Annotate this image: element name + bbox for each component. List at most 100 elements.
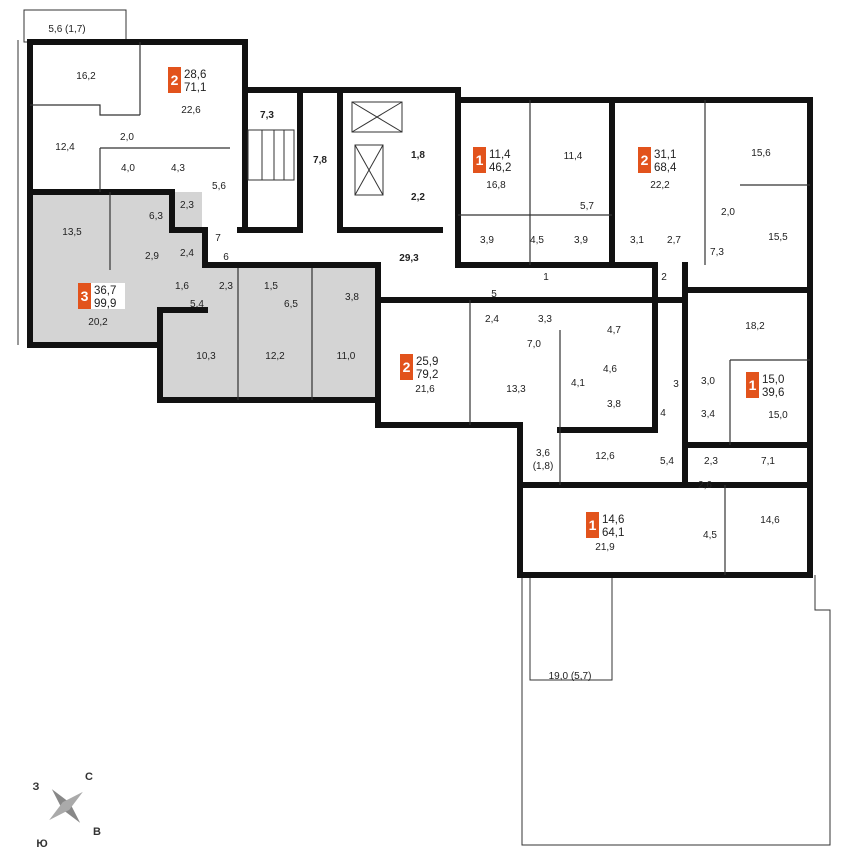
room-area: 3,8	[345, 292, 359, 303]
room-area: 1	[543, 272, 549, 283]
room-area: 7,3	[260, 110, 274, 121]
compass-east: В	[93, 826, 101, 838]
room-area: 29,3	[399, 253, 419, 264]
svg-text:3: 3	[81, 288, 89, 304]
room-area: 14,6	[760, 515, 780, 526]
room-area: 3,6	[536, 448, 550, 459]
room-area: 5,6 (1,7)	[48, 24, 85, 35]
room-area: 4,3	[171, 163, 185, 174]
room-area: 4	[660, 408, 666, 419]
svg-text:1: 1	[749, 377, 757, 393]
room-area: 11,4	[564, 151, 583, 162]
room-labels: 5,6 (1,7) 16,2 22,6 7,3 7,8 1,8 2,2 12,4…	[48, 24, 788, 682]
room-area: 7	[215, 233, 221, 244]
room-area: 5,6	[212, 181, 226, 192]
room-area: 16,8	[486, 180, 506, 191]
room-area: 10,3	[196, 351, 216, 362]
apartment-badge[interactable]: 2 28,6 71,1	[168, 67, 215, 94]
svg-text:99,9: 99,9	[94, 298, 116, 310]
room-area: 3,9	[480, 235, 494, 246]
room-area: 2,3	[704, 456, 718, 467]
room-area: 21,9	[595, 542, 615, 553]
room-area: 5,4	[660, 456, 674, 467]
svg-text:36,7: 36,7	[94, 285, 116, 297]
svg-text:2: 2	[171, 72, 179, 88]
room-area: 1,6	[175, 281, 189, 292]
room-area: 22,6	[181, 105, 201, 116]
room-area: 3,1	[630, 235, 644, 246]
room-area: 6,3	[149, 211, 163, 222]
room-area: (1,8)	[533, 461, 554, 472]
room-area: 7,0	[527, 339, 541, 350]
room-area: 2	[661, 272, 667, 283]
room-area: 21,6	[415, 384, 435, 395]
room-area: 5,7	[580, 201, 594, 212]
svg-text:25,9: 25,9	[416, 356, 438, 368]
room-area: 13,5	[62, 227, 82, 238]
apartment-badge[interactable]: 1 11,4 46,2	[473, 147, 520, 174]
compass: З С Ю В	[33, 771, 101, 850]
room-area: 6	[223, 252, 229, 263]
room-area: 2,4	[180, 248, 194, 259]
room-area: 22,2	[650, 180, 670, 191]
room-area: 12,2	[265, 351, 285, 362]
room-area: 7,1	[761, 456, 775, 467]
room-area: 3,9	[574, 235, 588, 246]
room-area: 12,6	[595, 451, 615, 462]
room-area: 1,8	[411, 150, 425, 161]
room-area: 7,3	[710, 247, 724, 258]
svg-text:71,1: 71,1	[184, 82, 206, 94]
apartment-badge[interactable]: 3 36,7 99,9	[78, 283, 125, 310]
room-area: 3,4	[701, 409, 715, 420]
room-area: 5,4	[190, 299, 204, 310]
apartment-badge[interactable]: 1 15,0 39,6	[746, 372, 793, 399]
compass-north: С	[85, 771, 93, 783]
room-area: 2,2	[411, 192, 425, 203]
svg-text:79,2: 79,2	[416, 369, 438, 381]
svg-text:15,0: 15,0	[762, 374, 784, 386]
svg-text:28,6: 28,6	[184, 69, 206, 81]
room-area: 15,6	[751, 148, 771, 159]
room-area: 3,3	[538, 314, 552, 325]
svg-text:46,2: 46,2	[489, 162, 511, 174]
svg-text:39,6: 39,6	[762, 387, 784, 399]
svg-text:2: 2	[403, 359, 411, 375]
room-area: 4,6	[603, 364, 617, 375]
svg-text:1: 1	[589, 517, 597, 533]
svg-text:11,4: 11,4	[489, 149, 511, 161]
room-area: 12,4	[55, 142, 75, 153]
room-area: 15,5	[768, 232, 788, 243]
room-area: 4,7	[607, 325, 621, 336]
room-area: 4,0	[121, 163, 135, 174]
room-area: 13,3	[506, 384, 526, 395]
room-area: 2,3	[219, 281, 233, 292]
room-area: 4,1	[571, 378, 585, 389]
room-area: 16,2	[76, 71, 96, 82]
room-area: 15,0	[768, 410, 788, 421]
svg-text:64,1: 64,1	[602, 527, 624, 539]
svg-text:2: 2	[641, 152, 649, 168]
room-area: 2,3	[180, 200, 194, 211]
room-area: 19,0 (5,7)	[549, 671, 592, 682]
balcony-outlines	[17, 9, 831, 846]
room-area: 3,0	[701, 376, 715, 387]
room-area: 2,9	[145, 251, 159, 262]
room-area: 2,0	[721, 207, 735, 218]
room-area: 7,8	[313, 155, 327, 166]
compass-west: З	[33, 781, 40, 793]
room-area: 6,5	[284, 299, 298, 310]
partitions	[30, 42, 810, 575]
room-area: 1,5	[264, 281, 278, 292]
svg-text:1: 1	[476, 152, 484, 168]
apartment-badge[interactable]: 2 31,1 68,4	[638, 147, 685, 174]
compass-rose-icon	[49, 789, 83, 823]
apartment-badge[interactable]: 2 25,9 79,2	[400, 354, 447, 381]
room-area: 2,7	[667, 235, 681, 246]
apartment-badge[interactable]: 1 14,6 64,1	[586, 512, 633, 539]
svg-text:14,6: 14,6	[602, 514, 624, 526]
room-area: 3,8	[607, 399, 621, 410]
walls	[27, 39, 813, 578]
svg-text:68,4: 68,4	[654, 162, 677, 174]
room-area: 5	[491, 289, 497, 300]
